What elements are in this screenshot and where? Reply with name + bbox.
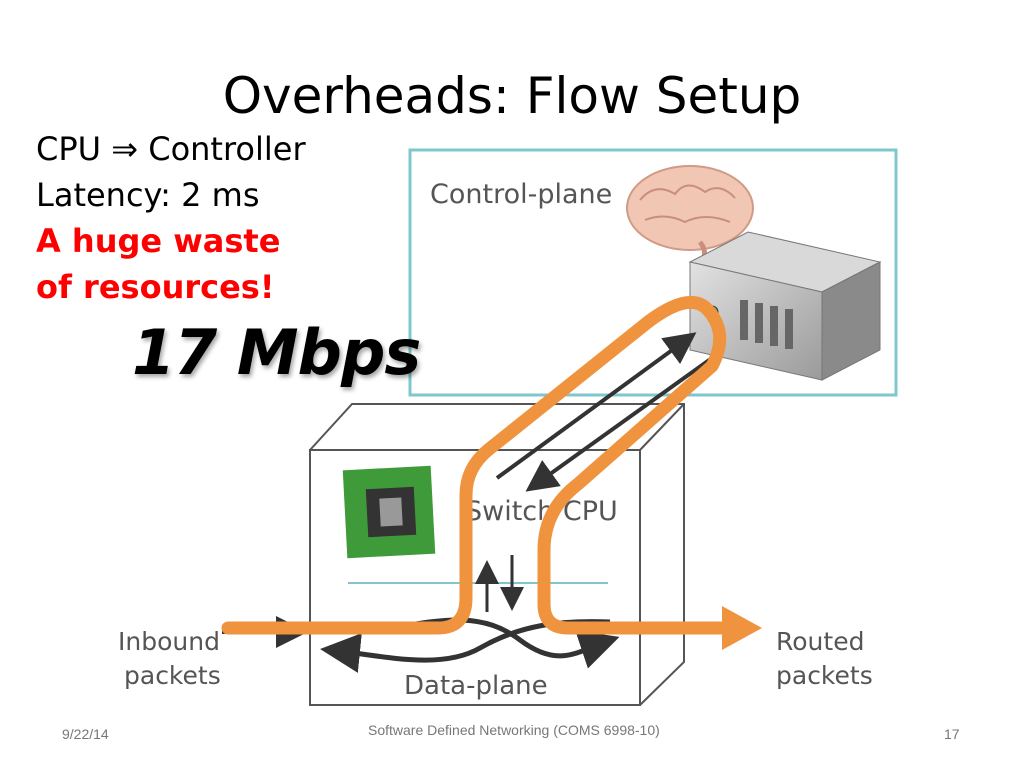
- brain-icon: [626, 165, 754, 266]
- throughput-highlight: 17 Mbps: [132, 316, 421, 389]
- bullet-latency: Latency: 2 ms: [36, 176, 260, 214]
- footer-date: 9/22/14: [62, 726, 109, 742]
- flow-path: [221, 295, 762, 650]
- bullet-list: CPU ⇒ Controller Latency: 2 ms A huge wa…: [36, 126, 306, 310]
- chip-icon: [342, 465, 436, 559]
- bullet-cpu-text: CPU: [36, 130, 102, 168]
- bullet-waste-line2: of resources!: [36, 268, 275, 306]
- data-plane-label: Data-plane: [404, 671, 548, 701]
- bullet-controller-text: Controller: [148, 130, 306, 168]
- inbound-label-line1: Inbound: [118, 627, 220, 656]
- control-plane-box: [408, 148, 898, 397]
- control-plane-label: Control-plane: [430, 179, 612, 210]
- footer-course: Software Defined Networking (COMS 6998-1…: [368, 722, 660, 738]
- controller-arrows: [495, 332, 714, 492]
- slide-title: Overheads: Flow Setup: [222, 67, 802, 125]
- bullet-cpu-controller: CPU ⇒ Controller: [36, 126, 306, 172]
- routed-label-line2: packets: [776, 661, 873, 690]
- switch-box: [309, 403, 685, 706]
- cpu-dataplane-arrows: [475, 555, 524, 612]
- inbound-label-line2: packets: [124, 661, 221, 690]
- routed-label-line1: Routed: [776, 627, 864, 656]
- switch-cpu-label: Switch CPU: [465, 496, 618, 527]
- bullet-waste-line1: A huge waste: [36, 222, 281, 260]
- footer-page-number: 17: [944, 726, 960, 742]
- implies-symbol: ⇒: [111, 130, 139, 168]
